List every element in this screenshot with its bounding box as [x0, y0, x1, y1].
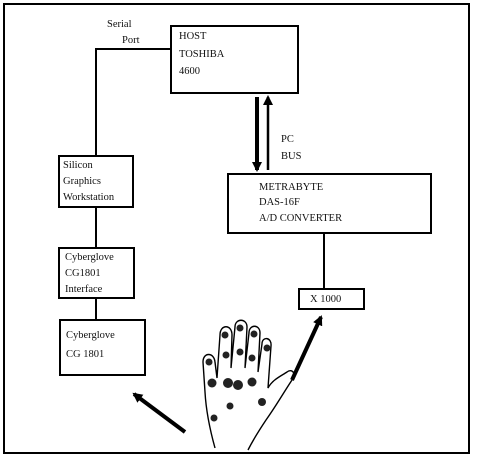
sensor-dot	[263, 344, 271, 352]
amplifier-label: X 1000	[310, 294, 342, 305]
cg-interface-label-line2: CG1801	[65, 268, 101, 279]
sgi-label-line2: Graphics	[63, 176, 101, 187]
amplifier-box: X 1000	[298, 288, 365, 310]
serial-port-label-line1: Serial	[107, 19, 132, 30]
host-label-line3: 4600	[179, 66, 200, 77]
host-label-line1: HOST	[179, 31, 207, 42]
sensor-dot	[233, 380, 243, 390]
cyberglove-label-line1: Cyberglove	[66, 330, 115, 341]
sensor-dot	[258, 398, 266, 406]
sgi-workstation-box: Silicon Graphics Workstation	[58, 155, 134, 208]
host-label-line2: TOSHIBA	[179, 49, 225, 60]
serial-line-vertical	[95, 48, 97, 158]
metrabyte-converter-box: METRABYTE DAS-16F A/D CONVERTER	[227, 173, 432, 234]
cyberglove-box: Cyberglove CG 1801	[59, 319, 146, 376]
sgi-label-line3: Workstation	[63, 192, 115, 203]
metrabyte-label-line2: DAS-16F	[259, 197, 300, 208]
sensor-dot	[236, 324, 244, 332]
sensor-dot	[247, 377, 257, 387]
cyberglove-label-line2: CG 1801	[66, 349, 105, 360]
sensor-dot	[210, 414, 218, 422]
hand-sensors	[205, 324, 271, 422]
metrabyte-label-line1: METRABYTE	[259, 182, 324, 193]
serial-port-label-line2: Port	[122, 35, 140, 46]
sensor-dot	[226, 402, 234, 410]
pc-bus-label-line1: PC	[281, 134, 294, 145]
hand-to-cyberglove-arrow	[132, 392, 187, 434]
host-box: HOST TOSHIBA 4600	[170, 25, 299, 94]
sensor-dot	[250, 330, 258, 338]
diagram-frame	[3, 3, 470, 454]
sensor-dot	[236, 348, 244, 356]
sensor-dot	[223, 378, 233, 388]
hand-to-amplifier-arrow	[290, 315, 323, 381]
hand-with-sensors-icon	[202, 319, 295, 451]
sensor-dot	[207, 378, 217, 388]
converter-to-amplifier-line	[323, 234, 325, 288]
sensor-dot	[221, 331, 229, 339]
pc-bus-arrows	[252, 95, 273, 172]
sensor-dot	[205, 358, 213, 366]
serial-line-horizontal	[95, 48, 170, 50]
sgi-to-interface-line	[95, 208, 97, 248]
metrabyte-label-line3: A/D CONVERTER	[259, 213, 343, 224]
interface-to-glove-line	[95, 298, 97, 320]
cg-interface-label-line1: Cyberglove	[65, 252, 114, 263]
cg-interface-label-line3: Interface	[65, 284, 103, 295]
sgi-label-line1: Silicon	[63, 160, 93, 171]
sensor-dot	[222, 351, 230, 359]
sensor-dot	[248, 354, 256, 362]
cyberglove-interface-box: Cyberglove CG1801 Interface	[58, 247, 135, 299]
pc-bus-label-line2: BUS	[281, 151, 302, 162]
